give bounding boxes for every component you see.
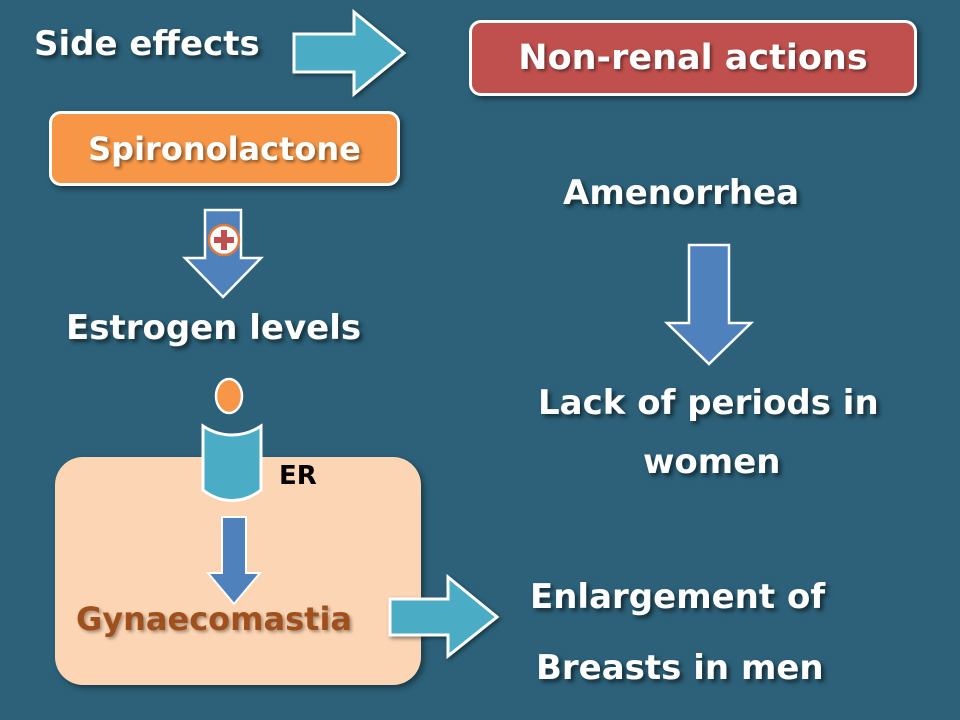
estrogen-ligand-icon (214, 377, 244, 415)
lack-of-periods-line1: Lack of periods in (538, 383, 879, 423)
receptor-icon (201, 423, 263, 502)
estrogen-levels-label: Estrogen levels (66, 308, 362, 348)
enlargement-line1: Enlargement of (530, 577, 826, 617)
spironolactone-box: Spironolactone (49, 111, 400, 186)
spironolactone-label: Spironolactone (88, 129, 361, 168)
enlargement-line2: Breasts in men (536, 648, 824, 688)
down-arrow-icon (205, 516, 263, 606)
non-renal-actions-box: Non-renal actions (469, 20, 917, 96)
right-arrow-icon (388, 573, 500, 660)
er-label: ER (279, 461, 317, 491)
plus-badge-icon (207, 223, 241, 257)
amenorrhea-label: Amenorrhea (563, 173, 800, 213)
non-renal-actions-label: Non-renal actions (518, 38, 868, 78)
slide-title: Side effects (34, 24, 260, 64)
lack-of-periods-line2: women (643, 442, 781, 482)
right-arrow-icon (292, 8, 407, 98)
gynaecomastia-label: Gynaecomastia (76, 600, 352, 638)
down-arrow-icon (663, 243, 755, 366)
